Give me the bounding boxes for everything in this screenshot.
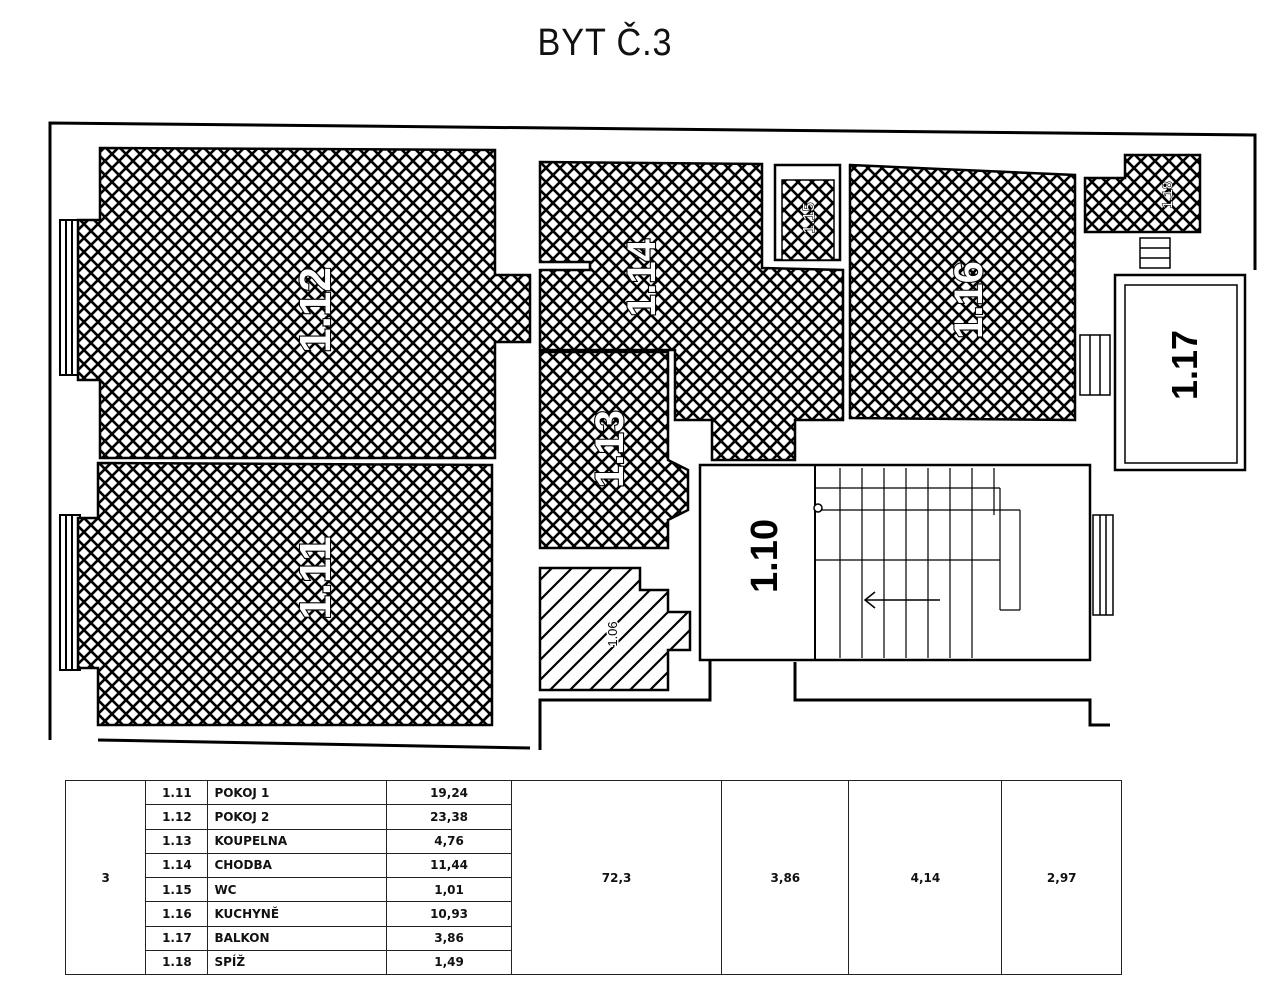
room-1-13 bbox=[538, 350, 690, 550]
small-window-1-18 bbox=[1139, 237, 1171, 269]
value-col-d: 2,97 bbox=[1001, 780, 1122, 975]
room-number: 1.13 bbox=[145, 828, 209, 854]
room-area: 11,44 bbox=[386, 852, 512, 879]
room-number: 1.17 bbox=[145, 925, 209, 951]
room-number: 1.12 bbox=[145, 804, 209, 830]
room-1-17 bbox=[1113, 273, 1247, 472]
room-1-10-staircase bbox=[698, 463, 1092, 662]
stair-treads bbox=[815, 468, 1021, 658]
room-name: POKOJ 2 bbox=[207, 804, 388, 830]
balcony-door bbox=[1079, 334, 1111, 396]
building-walls bbox=[48, 121, 1257, 750]
room-1-18 bbox=[1083, 153, 1202, 234]
room-area: 23,38 bbox=[386, 804, 512, 830]
room-1-16 bbox=[848, 163, 1077, 422]
room-name: SPÍŽ bbox=[207, 949, 388, 976]
room-number: 1.11 bbox=[145, 779, 209, 806]
label-1-13: 1.13 bbox=[588, 410, 632, 488]
stair-direction-arrow bbox=[863, 591, 940, 609]
room-area: 3,86 bbox=[386, 925, 512, 951]
room-number: 1.18 bbox=[145, 949, 209, 976]
stair-start-marker bbox=[813, 503, 823, 513]
room-1-14 bbox=[538, 160, 845, 462]
room-name: KUCHYNĚ bbox=[207, 901, 388, 927]
room-area: 1,01 bbox=[386, 876, 512, 903]
label-1-10: 1.10 bbox=[744, 519, 786, 593]
room-area: 10,93 bbox=[386, 901, 512, 927]
plan-title: BYT Č.3 bbox=[537, 22, 673, 64]
label-1-14: 1.14 bbox=[620, 238, 664, 317]
room-name: POKOJ 1 bbox=[207, 779, 388, 806]
label-1-16: 1.16 bbox=[947, 261, 991, 339]
room-name: KOUPELNA bbox=[207, 828, 388, 854]
label-1-15: 1.15 bbox=[801, 202, 818, 233]
value-col-c: 4,14 bbox=[848, 780, 1003, 975]
room-number: 1.14 bbox=[145, 852, 209, 879]
room-1-11 bbox=[76, 461, 494, 727]
total-area: 72,3 bbox=[510, 780, 723, 975]
label-1-06: 1.06 bbox=[605, 621, 620, 646]
room-name: WC bbox=[207, 876, 388, 903]
room-number: 1.15 bbox=[145, 876, 209, 903]
value-col-b: 3,86 bbox=[721, 780, 850, 975]
room-area: 4,76 bbox=[386, 828, 512, 854]
room-area: 19,24 bbox=[386, 779, 512, 806]
room-1-12 bbox=[76, 146, 532, 460]
floor-plan: 1.12 1.11 1.14 1.13 1.16 1.15 1.18 1.17 … bbox=[48, 121, 1257, 750]
room-area: 1,49 bbox=[386, 949, 512, 976]
label-1-17: 1.17 bbox=[1164, 330, 1205, 400]
label-1-18: 1.18 bbox=[1159, 181, 1175, 208]
room-1-06 bbox=[538, 566, 692, 692]
label-1-12: 1.12 bbox=[291, 267, 340, 353]
room-name: CHODBA bbox=[207, 852, 388, 879]
label-1-11: 1.11 bbox=[291, 536, 340, 619]
room-number: 1.16 bbox=[145, 901, 209, 927]
stair-window bbox=[1092, 514, 1114, 616]
room-name: BALKON bbox=[207, 925, 388, 951]
window-left-upper bbox=[59, 219, 81, 376]
apartment-number: 3 bbox=[64, 780, 147, 975]
